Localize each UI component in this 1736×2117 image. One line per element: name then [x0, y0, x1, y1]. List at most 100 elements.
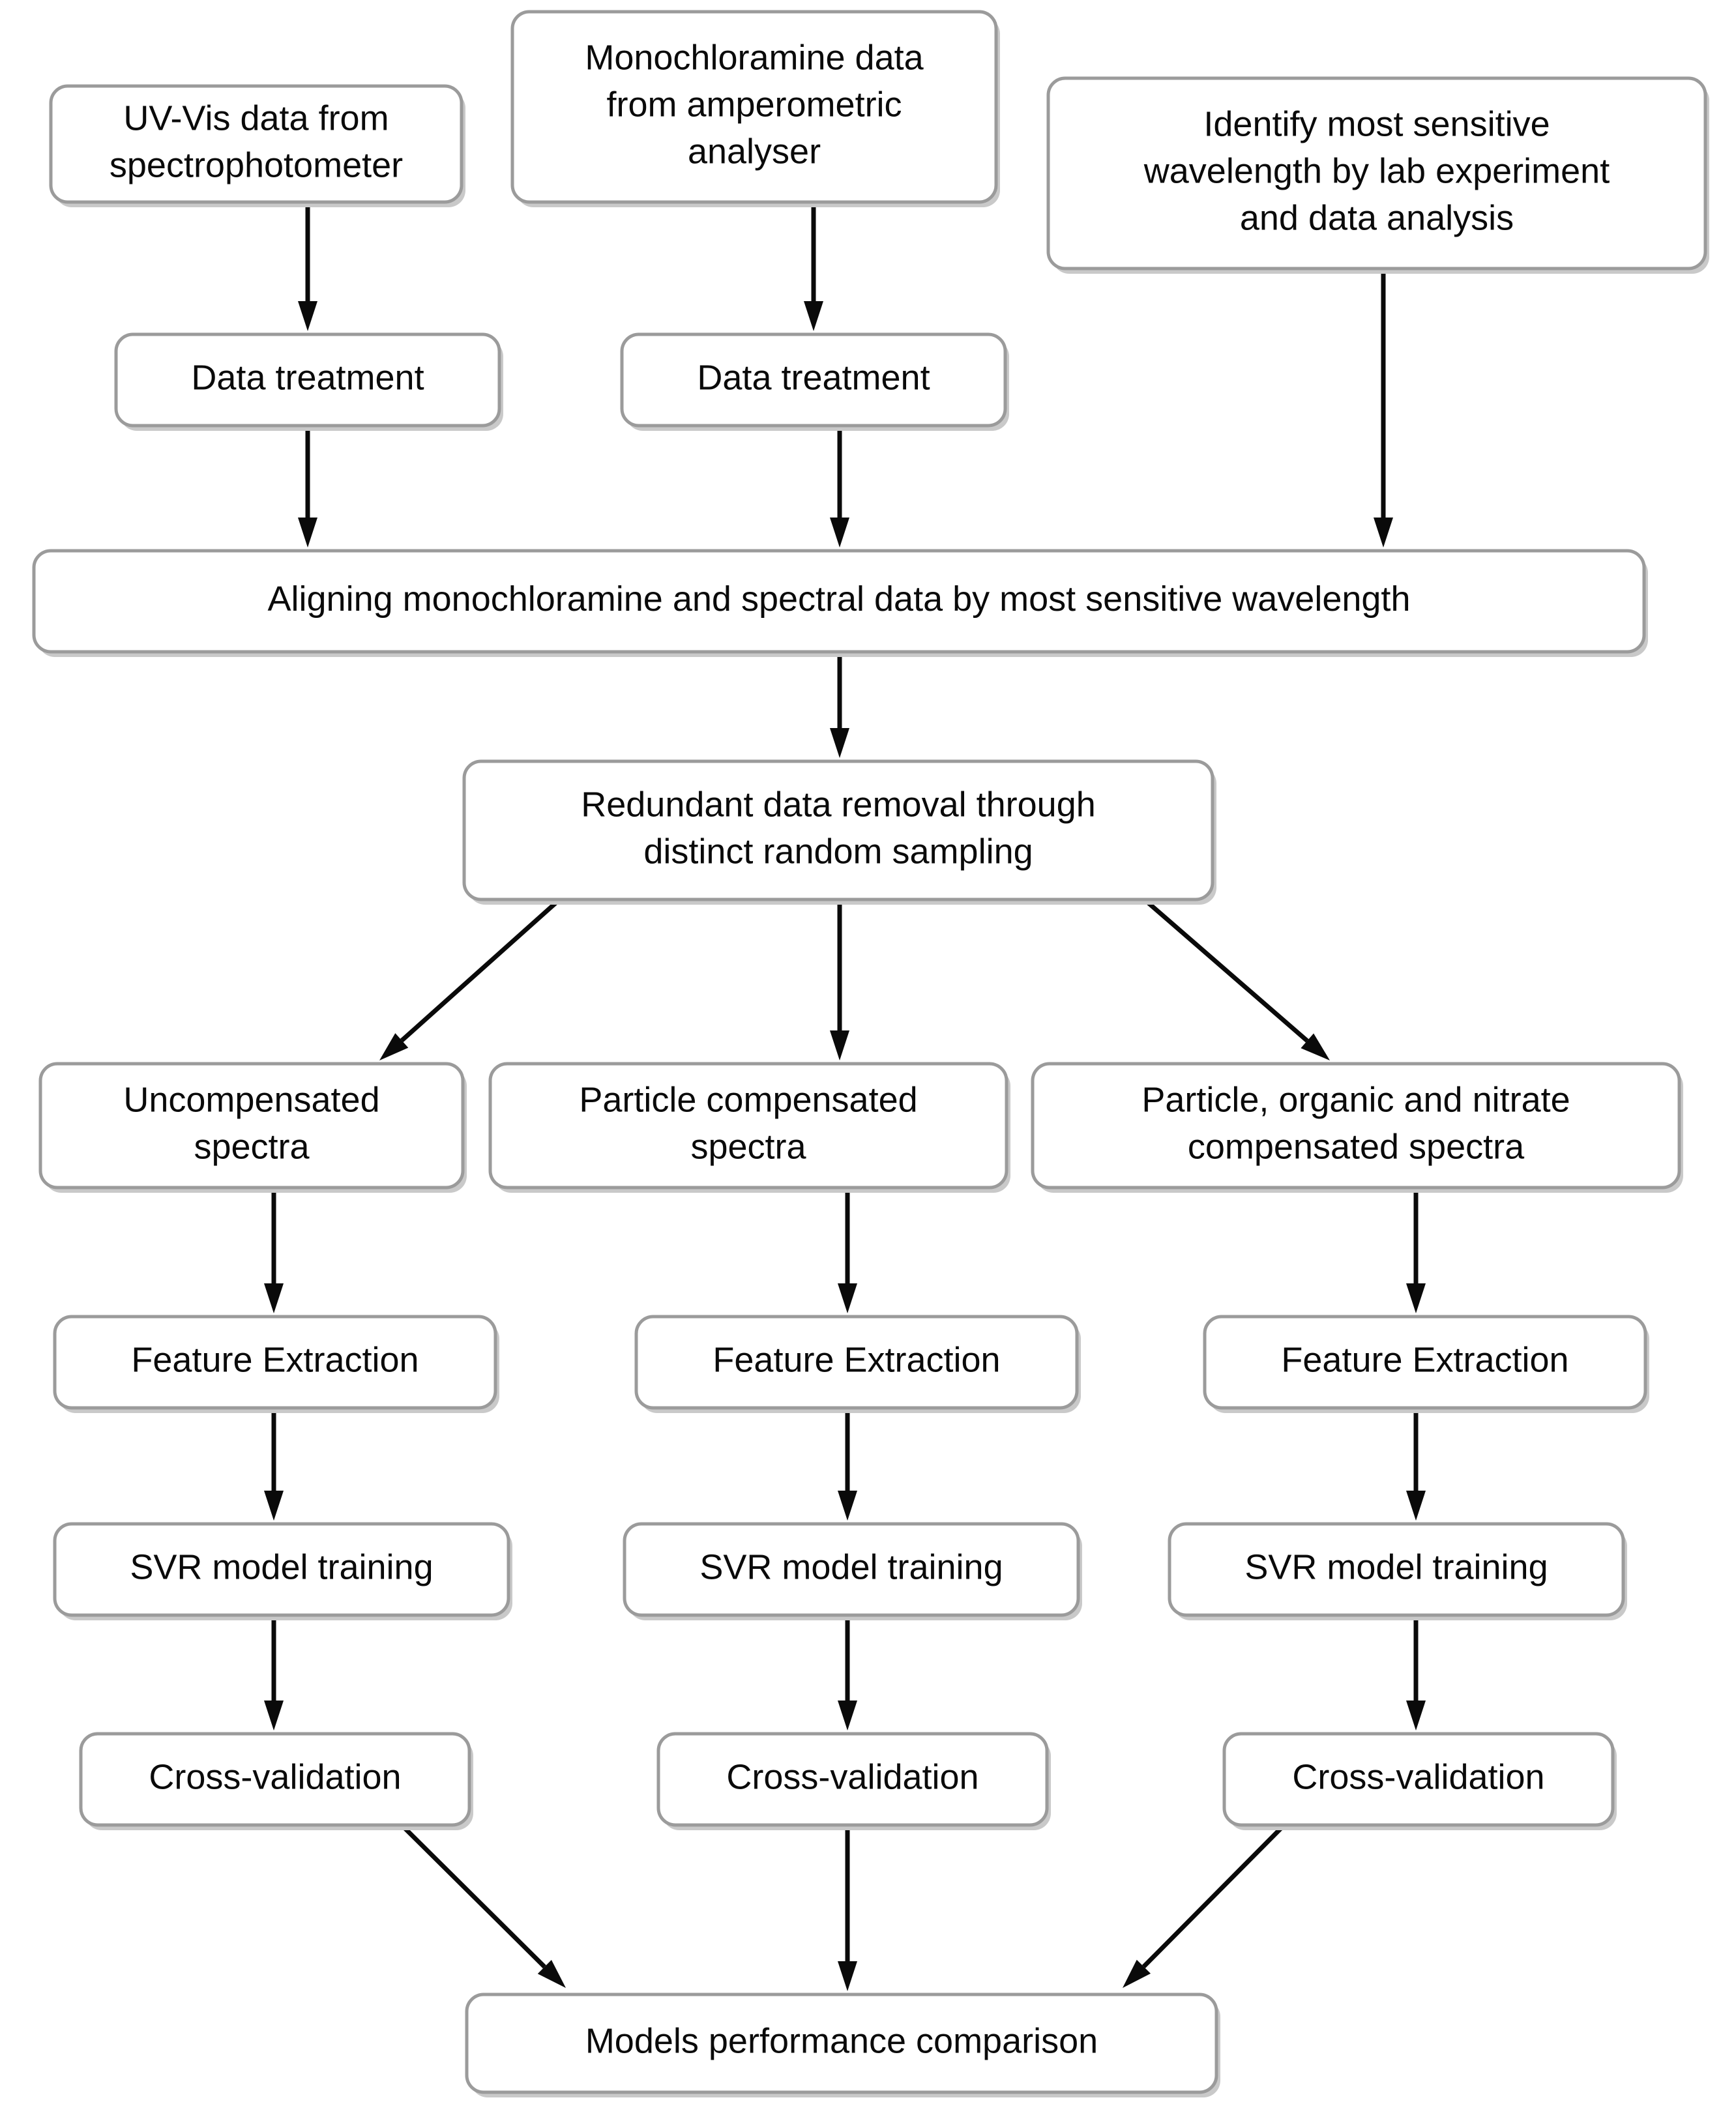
node-shape[interactable] [53, 1522, 510, 1617]
arrow-head [298, 518, 317, 548]
node-shape[interactable] [510, 10, 998, 204]
arrow-data-treatment-left-to-aligning [298, 428, 317, 548]
arrow-head [838, 1491, 857, 1521]
node-label-line: Feature Extraction [1281, 1340, 1568, 1379]
arrow-head [379, 1033, 409, 1060]
arrow-feature-mid-to-svr [838, 1410, 857, 1521]
arrow-shaft [1145, 900, 1309, 1043]
arrow-head [1374, 518, 1393, 548]
node-label-line: Feature Extraction [131, 1340, 419, 1379]
node-label-line: Cross-validation [149, 1757, 401, 1796]
arrow-head [1301, 1033, 1330, 1060]
node-shape[interactable] [1031, 1062, 1681, 1190]
node-feature-extraction-left[interactable]: Feature Extraction [53, 1315, 499, 1413]
node-models-performance[interactable]: Models performance comparison [465, 1993, 1220, 2097]
arrow-cv-left-to-models [402, 1826, 566, 1988]
arrow-head [537, 1959, 566, 1988]
arrow-head [264, 1283, 284, 1313]
node-shape[interactable] [53, 1315, 497, 1410]
node-label-line: spectra [690, 1127, 806, 1166]
node-shape[interactable] [1168, 1522, 1625, 1617]
node-label-line: wavelength by lab experiment [1143, 151, 1610, 190]
node-shape[interactable] [623, 1522, 1080, 1617]
node-shape[interactable] [1203, 1315, 1647, 1410]
node-shape[interactable] [634, 1315, 1079, 1410]
arrow-particle-organic-to-feature [1406, 1190, 1426, 1313]
arrow-feature-left-to-svr [264, 1410, 284, 1521]
arrow-head [1123, 1959, 1151, 1988]
arrow-aligning-to-redundant [830, 654, 849, 758]
arrow-head [830, 728, 849, 758]
node-svr-training-right[interactable]: SVR model training [1168, 1522, 1627, 1620]
arrow-redundant-to-particle [830, 902, 849, 1060]
arrow-head [830, 518, 849, 548]
node-svr-training-left[interactable]: SVR model training [53, 1522, 512, 1620]
node-particle-organic-nitrate-spectra[interactable]: Particle, organic and nitrate compensated… [1031, 1062, 1683, 1193]
node-shape[interactable] [465, 1993, 1218, 2094]
arrow-head [830, 1030, 849, 1060]
arrow-data-treatment-mid-to-aligning [830, 428, 849, 548]
arrow-head [838, 1701, 857, 1730]
node-cross-validation-left[interactable]: Cross-validation [79, 1732, 473, 1830]
arrow-head [264, 1701, 284, 1730]
node-feature-extraction-middle[interactable]: Feature Extraction [634, 1315, 1081, 1413]
node-shape[interactable] [1046, 76, 1707, 270]
node-shape[interactable] [656, 1732, 1049, 1827]
node-label-line: Particle, organic and nitrate [1141, 1080, 1570, 1119]
node-feature-extraction-right[interactable]: Feature Extraction [1203, 1315, 1649, 1413]
node-shape[interactable] [620, 332, 1007, 428]
arrow-head [838, 1283, 857, 1313]
node-label-line: Models performance comparison [585, 2021, 1098, 2060]
arrow-mono-to-data-treatment [804, 205, 823, 331]
node-label-line: Cross-validation [1292, 1757, 1544, 1796]
node-label-line: Aligning monochloramine and spectral dat… [268, 579, 1411, 619]
node-data-treatment-middle[interactable]: Data treatment [620, 332, 1009, 431]
node-label-line: distinct random sampling [643, 832, 1033, 871]
node-label-line: spectra [194, 1127, 310, 1166]
node-svr-training-middle[interactable]: SVR model training [623, 1522, 1082, 1620]
arrow-shaft [402, 1826, 546, 1969]
node-shape[interactable] [462, 759, 1214, 901]
node-label-line: spectrophotometer [110, 145, 403, 184]
edges-group [264, 205, 1426, 1991]
node-shape[interactable] [38, 1062, 465, 1190]
node-shape[interactable] [1222, 1732, 1615, 1827]
arrow-particle-to-feature [838, 1190, 857, 1313]
node-shape[interactable] [49, 84, 463, 204]
node-label-line: Data treatment [191, 358, 424, 397]
arrow-cv-right-to-models [1123, 1826, 1284, 1988]
node-redundant-removal[interactable]: Redundant data removal through distinct r… [462, 759, 1216, 905]
node-label-line: and data analysis [1240, 198, 1514, 237]
arrow-head [838, 1961, 857, 1991]
arrow-redundant-to-uncompensated [379, 900, 559, 1060]
node-label-line: SVR model training [699, 1547, 1003, 1586]
node-uncompensated-spectra[interactable]: Uncompensated spectra [38, 1062, 467, 1193]
node-label-line: compensated spectra [1188, 1127, 1525, 1166]
node-label-line: Feature Extraction [713, 1340, 1000, 1379]
arrow-head [1406, 1283, 1426, 1313]
arrow-svr-right-to-cv [1406, 1618, 1426, 1730]
node-particle-compensated-spectra[interactable]: Particle compensated spectra [488, 1062, 1010, 1193]
node-label-line: Uncompensated [123, 1080, 379, 1119]
node-data-treatment-left[interactable]: Data treatment [114, 332, 503, 431]
node-shape[interactable] [114, 332, 501, 428]
arrow-head [804, 301, 823, 331]
node-cross-validation-right[interactable]: Cross-validation [1222, 1732, 1617, 1830]
node-cross-validation-middle[interactable]: Cross-validation [656, 1732, 1051, 1830]
node-label-line: Particle compensated [579, 1080, 917, 1119]
node-shape[interactable] [488, 1062, 1008, 1190]
node-label-line: Redundant data removal through [581, 785, 1096, 824]
arrow-shaft [400, 900, 559, 1042]
arrow-shaft [1141, 1826, 1284, 1968]
arrow-feature-right-to-svr [1406, 1410, 1426, 1521]
arrow-redundant-to-particle-organic [1145, 900, 1330, 1060]
node-label-line: Data treatment [697, 358, 930, 397]
node-shape[interactable] [32, 549, 1646, 654]
node-shape[interactable] [79, 1732, 471, 1827]
arrow-svr-left-to-cv [264, 1618, 284, 1730]
node-aligning-data[interactable]: Aligning monochloramine and spectral dat… [32, 549, 1648, 657]
